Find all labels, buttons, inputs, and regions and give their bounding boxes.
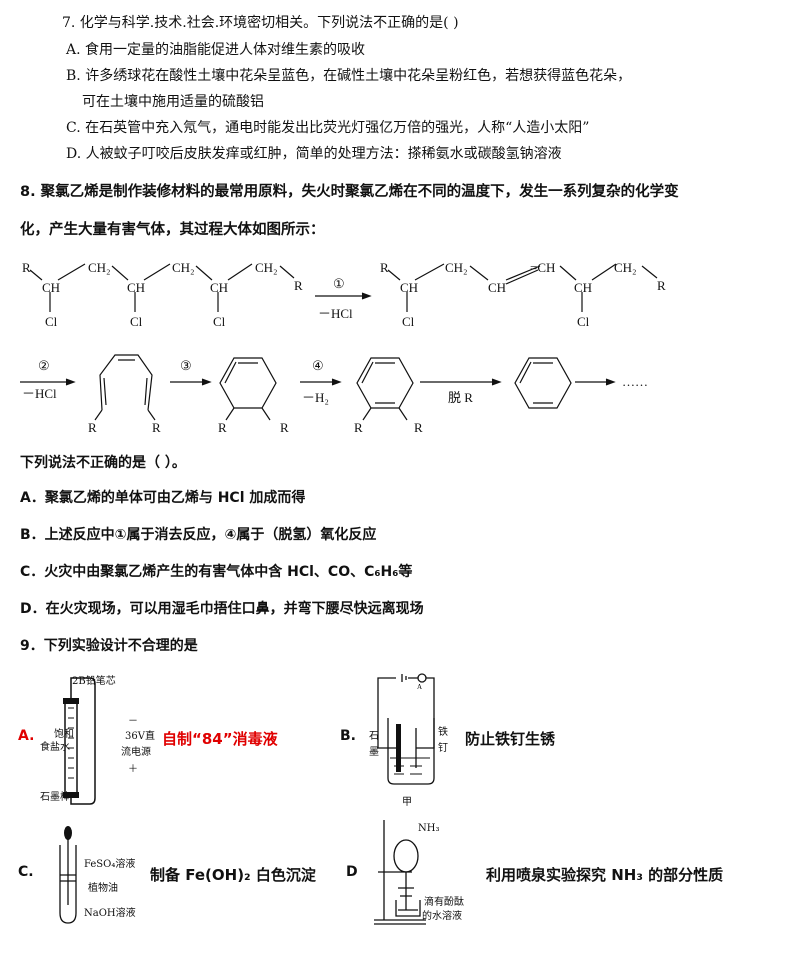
label-phenolphthalein: 滴有酚酞 — [424, 897, 464, 908]
test-tube-dropper-diagram — [59, 826, 77, 924]
q9-c-letter: C. — [18, 864, 34, 880]
r-group: R — [414, 420, 423, 435]
label-positive: ＋ — [128, 764, 138, 775]
de-r-label: 脱 R — [448, 390, 473, 405]
q9-c-desc: 制备 Fe(OH)₂ 白色沉淀 — [150, 866, 316, 884]
reaction-scheme: R CH Cl CH₂ CH Cl CH₂ CH Cl CH₂ R ① －HCl… — [20, 260, 666, 435]
cl-atom: Cl — [577, 314, 590, 329]
minus-hcl: －HCl — [318, 306, 353, 321]
label-ding: 钉 — [438, 743, 448, 754]
cl-atom: Cl — [402, 314, 415, 329]
eq-ch-group: =CH — [530, 260, 555, 275]
label-mo: 墨 — [369, 747, 379, 758]
q9-stem: 9．下列实验设计不合理的是 — [20, 638, 198, 654]
q8-option-c: C．火灾中由聚氯乙烯产生的有害气体中含 HCl、CO、C₆H₆等 — [20, 564, 413, 580]
r-group: R — [294, 278, 303, 293]
r-group: R — [218, 420, 227, 435]
q8-question: 下列说法不正确的是（ ）。 — [20, 455, 186, 471]
q7-option-b-cont: 可在土壤中施用适量的硫酸铝 — [82, 94, 264, 110]
ellipsis: …… — [622, 374, 648, 389]
step-1: ① — [333, 276, 345, 291]
ch-group: CH — [488, 280, 506, 295]
q9-a-desc: 自制“84”消毒液 — [162, 730, 278, 748]
q7-option-c: C. 在石英管中充入氖气，通电时能发出比荧光灯强亿万倍的强光，人称“人造小太阳” — [66, 120, 590, 136]
q8-stem-line1: 8. 聚氯乙烯是制作装修材料的最常用原料，失火时聚氯乙烯在不同的温度下，发生一系… — [20, 184, 679, 200]
r-group: R — [380, 260, 389, 275]
q9-d-letter: D — [346, 864, 358, 880]
label-graphite-rod: 石墨棒 — [40, 792, 70, 803]
label-tie: 铁 — [438, 727, 448, 738]
r-group: R — [280, 420, 289, 435]
cl-atom: Cl — [130, 314, 143, 329]
ammeter-label: A — [417, 683, 422, 691]
label-dc-source: 流电源 — [121, 747, 151, 758]
r-group: R — [657, 278, 666, 293]
label-water-solution: 的水溶液 — [422, 911, 462, 922]
step-2: ② — [38, 358, 50, 373]
step-3: ③ — [180, 358, 192, 373]
q7-option-d: D. 人被蚊子叮咬后皮肤发痒或红肿，简单的处理方法：搽稀氨水或碳酸氢钠溶液 — [66, 146, 562, 162]
ch2-group: CH₂ — [614, 260, 637, 275]
q8-option-d: D．在火灾现场，可以用湿毛巾捂住口鼻，并弯下腰尽快远离现场 — [20, 601, 424, 617]
step-4: ④ — [312, 358, 324, 373]
r-group: R — [354, 420, 363, 435]
ch-group: CH — [210, 280, 228, 295]
label-shi: 石 — [369, 731, 379, 742]
q9-a-letter: A. — [18, 728, 35, 744]
q8-option-a: A．聚氯乙烯的单体可由乙烯与 HCl 加成而得 — [20, 490, 306, 506]
label-saturated: 饱和 — [54, 729, 74, 740]
q7-option-b: B. 许多绣球花在酸性土壤中花朵呈蓝色，在碱性土壤中花朵呈粉红色，若想获得蓝色花… — [66, 68, 632, 84]
label-feso4: FeSO₄溶液 — [84, 859, 136, 870]
minus-h2: －H₂ — [302, 390, 329, 405]
label-naoh: NaOH溶液 — [84, 908, 136, 919]
ch2-group: CH₂ — [445, 260, 468, 275]
minus-hcl: －HCl — [22, 386, 57, 401]
label-jia: 甲 — [402, 797, 412, 808]
r-group: R — [152, 420, 161, 435]
q8-option-b: B．上述反应中①属于消去反应，④属于（脱氢）氧化反应 — [20, 527, 377, 543]
q9-d-desc: 利用喷泉实验探究 NH₃ 的部分性质 — [486, 866, 724, 884]
r-group: R — [22, 260, 31, 275]
electrolysis-apparatus-diagram — [63, 677, 96, 805]
r-group: R — [88, 420, 97, 435]
fountain-experiment-diagram — [374, 820, 426, 925]
ch-group: CH — [400, 280, 418, 295]
q9-b-letter: B. — [340, 728, 356, 744]
label-36v: 36V直 — [125, 731, 155, 742]
q9-b-desc: 防止铁钉生锈 — [465, 730, 556, 748]
ch-group: CH — [42, 280, 60, 295]
label-pencil-lead: 2B铅笔芯 — [72, 676, 116, 687]
label-brine: 食盐水 — [40, 742, 70, 753]
ch-group: CH — [574, 280, 592, 295]
label-vegetable-oil: 植物油 — [88, 883, 118, 894]
cl-atom: Cl — [45, 314, 58, 329]
ch-group: CH — [127, 280, 145, 295]
q7-stem: 7. 化学与科学.技术.社会.环境密切相关。下列说法不正确的是( ) — [62, 15, 459, 31]
q7-option-a: A. 食用一定量的油脂能促进人体对维生素的吸收 — [66, 42, 366, 58]
ch2-group: CH₂ — [88, 260, 111, 275]
cl-atom: Cl — [213, 314, 226, 329]
ch2-group: CH₂ — [255, 260, 278, 275]
ch2-group: CH₂ — [172, 260, 195, 275]
label-nh3: NH₃ — [418, 823, 440, 834]
label-negative: － — [128, 716, 138, 727]
iron-nail-electrochem-diagram: A — [377, 673, 435, 785]
q8-stem-line2: 化，产生大量有害气体，其过程大体如图所示： — [20, 222, 325, 238]
